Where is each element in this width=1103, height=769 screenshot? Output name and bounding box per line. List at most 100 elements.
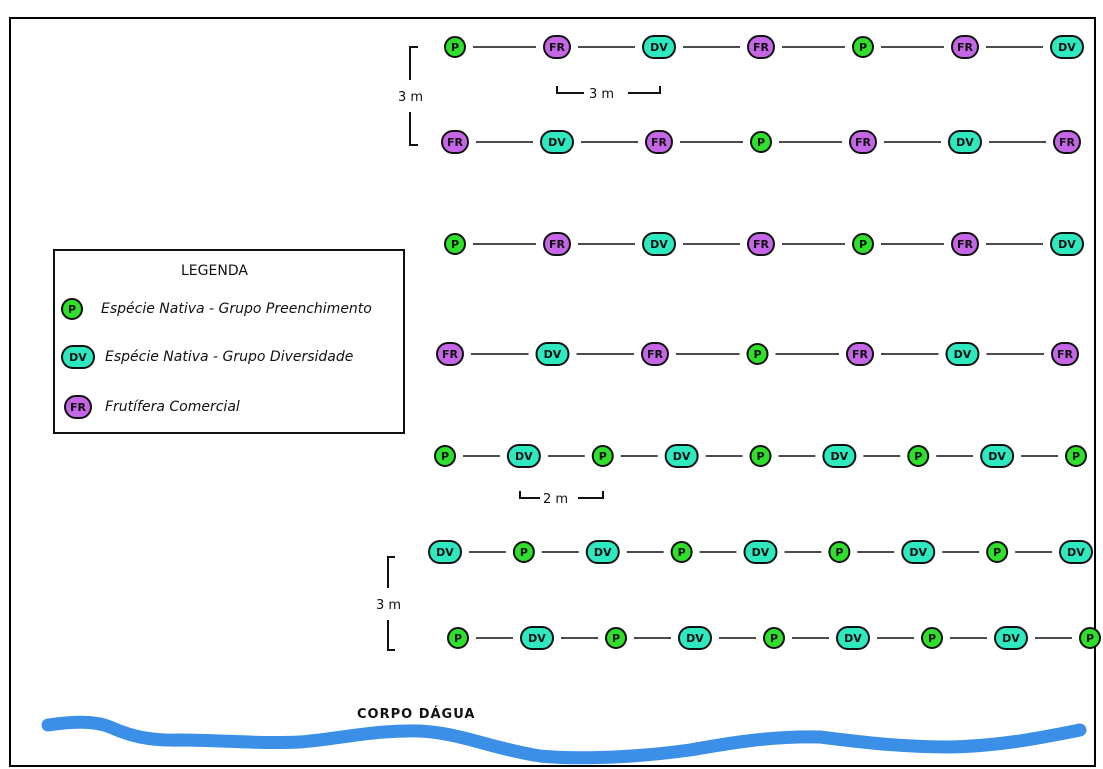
plant-dv: DV: [642, 232, 676, 256]
plant-spacing-top-label: 3 m: [589, 87, 614, 102]
plant-dv: DV: [540, 130, 574, 154]
plant-fr: FR: [846, 342, 874, 366]
plant-fr: FR: [641, 342, 669, 366]
plant-p: P: [1065, 445, 1087, 467]
plant-dv: DV: [822, 444, 857, 468]
plant-dv: DV: [642, 35, 676, 59]
planting-row: P FR DV FR P FR DV: [444, 232, 1084, 256]
svg-text:P: P: [928, 632, 936, 645]
plant-dv: DV: [743, 540, 778, 564]
svg-text:FR: FR: [957, 238, 974, 251]
svg-text:DV: DV: [752, 546, 770, 559]
plant-fr: FR: [747, 35, 775, 59]
svg-text:FR: FR: [447, 136, 464, 149]
svg-text:P: P: [914, 450, 922, 463]
svg-text:FR: FR: [549, 41, 566, 54]
plant-fr: FR: [849, 130, 877, 154]
plant-dv: DV: [428, 540, 462, 564]
svg-text:P: P: [835, 546, 843, 559]
svg-text:P: P: [756, 450, 764, 463]
svg-text:DV: DV: [1002, 632, 1020, 645]
plant-fr: FR: [543, 35, 571, 59]
plant-p: P: [605, 627, 627, 649]
svg-text:P: P: [441, 450, 449, 463]
svg-text:DV: DV: [988, 450, 1006, 463]
svg-text:P: P: [859, 41, 867, 54]
plant-dv: DV: [948, 130, 982, 154]
plant-dv: DV: [678, 626, 712, 650]
svg-text:FR: FR: [651, 136, 668, 149]
plant-p: P: [921, 627, 943, 649]
svg-text:DV: DV: [1058, 238, 1076, 251]
plant-fr: FR: [645, 130, 673, 154]
legend-box: [53, 249, 405, 434]
legend-symbols: P DV FR: [61, 298, 95, 419]
water-body-label: CORPO DÁGUA: [357, 706, 475, 722]
plant-dv: DV: [1050, 35, 1084, 59]
plant-fr: FR: [436, 342, 464, 366]
plant-dv: DV: [585, 540, 620, 564]
plant-p: P: [444, 233, 466, 255]
svg-text:FR: FR: [549, 238, 566, 251]
plant-fr: FR: [543, 232, 571, 256]
svg-text:DV: DV: [844, 632, 862, 645]
svg-text:FR: FR: [852, 348, 869, 361]
svg-text:DV: DV: [69, 351, 87, 364]
svg-text:P: P: [770, 632, 778, 645]
plant-dv: DV: [836, 626, 870, 650]
legend-symbol-fr: FR: [64, 395, 92, 419]
plant-spacing-bottom-label: 2 m: [543, 492, 568, 507]
plant-fr: FR: [1053, 130, 1081, 154]
plant-p: P: [907, 445, 930, 467]
svg-text:FR: FR: [753, 238, 770, 251]
svg-text:DV: DV: [594, 546, 612, 559]
svg-text:DV: DV: [673, 450, 691, 463]
row-spacing-bottom-label: 3 m: [376, 598, 401, 613]
svg-text:P: P: [678, 546, 686, 559]
dimension-plant-spacing-top: [556, 86, 661, 94]
plant-dv: DV: [506, 444, 541, 468]
plant-p: P: [670, 541, 693, 563]
planting-row: P DV P DV P DV P DV P: [434, 444, 1087, 468]
plant-p: P: [749, 445, 772, 467]
svg-text:P: P: [1072, 450, 1080, 463]
svg-text:P: P: [993, 546, 1001, 559]
svg-text:FR: FR: [647, 348, 664, 361]
dimension-row-spacing-bottom: [387, 556, 395, 651]
svg-text:P: P: [757, 136, 765, 149]
plant-dv: DV: [994, 626, 1028, 650]
plant-fr: FR: [951, 35, 979, 59]
svg-text:FR: FR: [1059, 136, 1076, 149]
plant-dv: DV: [664, 444, 699, 468]
plant-dv: DV: [945, 342, 980, 366]
diagram-frame: [9, 17, 1096, 767]
plant-p: P: [746, 343, 769, 365]
plant-fr: FR: [747, 232, 775, 256]
svg-text:P: P: [599, 450, 607, 463]
plant-p: P: [763, 627, 785, 649]
plant-p: P: [512, 541, 535, 563]
row-spacing-top-label: 3 m: [398, 90, 423, 105]
svg-text:FR: FR: [442, 348, 459, 361]
svg-text:DV: DV: [1058, 41, 1076, 54]
plant-p: P: [828, 541, 851, 563]
planting-rows: P FR DV FR P FR DV FR DV FR P FR DV FR P FR DV FR P FR DV FR D…: [428, 35, 1101, 650]
svg-text:FR: FR: [957, 41, 974, 54]
svg-text:P: P: [520, 546, 528, 559]
svg-text:DV: DV: [954, 348, 972, 361]
svg-text:P: P: [859, 238, 867, 251]
plant-p: P: [852, 233, 874, 255]
plant-p: P: [591, 445, 614, 467]
svg-text:P: P: [753, 348, 761, 361]
svg-text:FR: FR: [753, 41, 770, 54]
plant-fr: FR: [1051, 342, 1079, 366]
svg-text:P: P: [68, 303, 76, 316]
legend-title: LEGENDA: [181, 263, 248, 279]
svg-text:DV: DV: [436, 546, 454, 559]
svg-text:P: P: [451, 238, 459, 251]
svg-text:P: P: [1086, 632, 1094, 645]
plant-p: P: [1079, 627, 1101, 649]
